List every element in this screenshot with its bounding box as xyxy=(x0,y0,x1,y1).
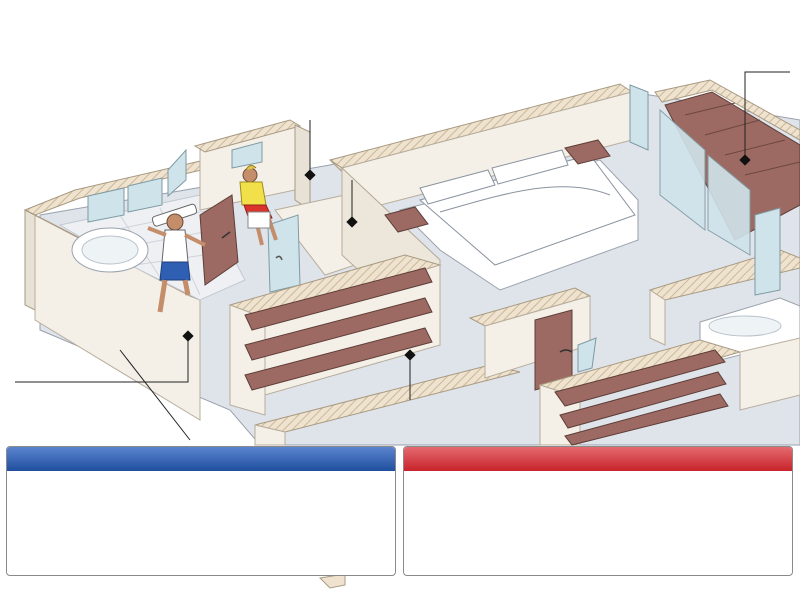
panel-left-text xyxy=(7,471,395,487)
panel-right-header-bar xyxy=(404,447,792,471)
leader-marker-icon xyxy=(182,154,751,361)
panel-right-text xyxy=(404,471,792,487)
bathroom-window-2 xyxy=(127,177,163,213)
wc-back-wall-top xyxy=(193,119,302,153)
bathroom2-door-frame xyxy=(754,207,781,296)
info-panel-right xyxy=(403,446,793,576)
bathroom2-side-wall xyxy=(649,289,666,346)
closet-glass-door-1 xyxy=(659,108,706,232)
pillow-right xyxy=(491,149,569,185)
wc-divider-wall xyxy=(294,124,311,211)
nightstand-left xyxy=(384,206,429,233)
panel-left-header-bar xyxy=(7,447,395,471)
front-wall-face xyxy=(254,424,286,446)
wardrobe-left-shelves xyxy=(244,267,433,391)
bedroom-window xyxy=(629,84,649,151)
person-standing xyxy=(147,203,206,313)
closet-glass-door-2 xyxy=(707,153,751,256)
wardrobe-right-shelves xyxy=(554,349,729,446)
leader-lines xyxy=(15,71,790,441)
bathroom2-front-wall xyxy=(739,337,800,411)
pillow-left xyxy=(419,169,496,205)
bottom-tab xyxy=(318,573,346,589)
person-sitting xyxy=(239,164,278,246)
nightstand-right xyxy=(564,139,611,165)
closet-wall-top xyxy=(654,79,800,141)
info-panel-left xyxy=(6,446,396,576)
bathroom-left-wall xyxy=(24,209,36,311)
middle-door-glass xyxy=(577,337,597,373)
bathroom-door xyxy=(199,194,239,286)
bathroom-window-1 xyxy=(87,187,125,223)
bathroom-window-3 xyxy=(167,148,187,198)
wc-window xyxy=(231,141,263,169)
